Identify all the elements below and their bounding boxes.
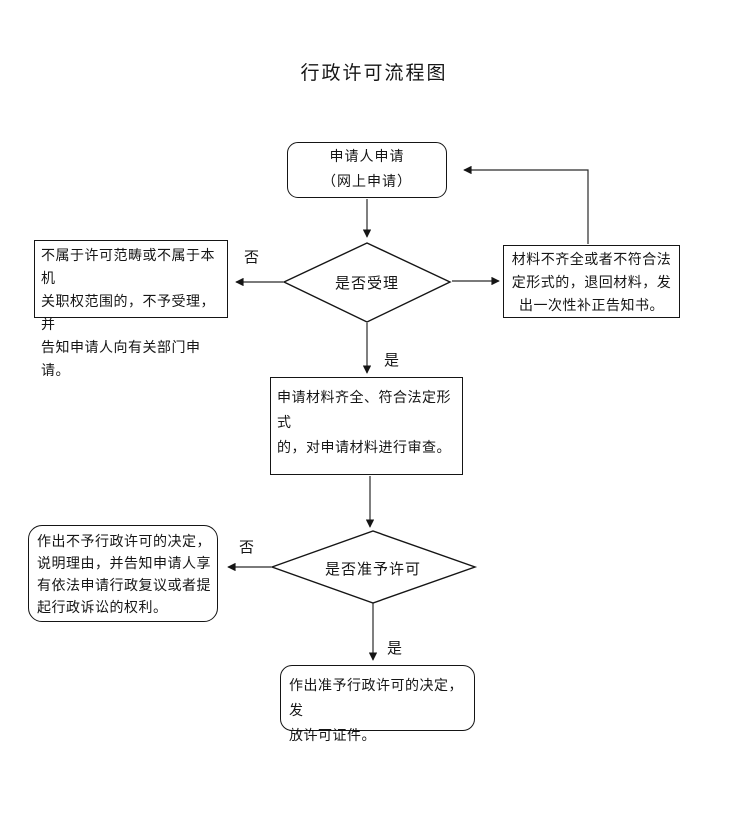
edge-label-accept-no: 否 — [244, 250, 260, 266]
node-return-materials-label: 材料不齐全或者不符合法 定形式的，退回材料，发 出一次性补正告知书。 — [511, 253, 672, 314]
node-deny-label: 作出不予行政许可的决定， 说明理由，并告知申请人享 有依法申请行政复议或者提 起… — [37, 535, 211, 616]
node-grant-label: 作出准予行政许可的决定，发 放许可证件。 — [289, 679, 463, 744]
node-return-materials: 材料不齐全或者不符合法 定形式的，退回材料，发 出一次性补正告知书。 — [503, 245, 680, 318]
node-start: 申请人申请 （网上申请） — [287, 142, 447, 198]
arrow-return-to-start — [463, 165, 589, 244]
page-title: 行政许可流程图 — [300, 63, 448, 84]
edge-label-grant-no: 否 — [239, 540, 255, 556]
node-deny: 作出不予行政许可的决定， 说明理由，并告知申请人享 有依法申请行政复议或者提 起… — [28, 525, 218, 622]
node-decision-accept-label: 是否受理 — [334, 276, 399, 292]
node-reject-scope: 不属于许可范畴或不属于本机 关职权范围的，不予受理，并 告知申请人向有关部门申请… — [34, 240, 228, 379]
node-start-label: 申请人申请 （网上申请） — [322, 150, 412, 190]
node-review: 申请材料齐全、符合法定形式 的，对申请材料进行审查。 — [270, 377, 463, 475]
edge-label-accept-yes: 是 — [384, 353, 400, 369]
node-decision-grant-label: 是否准予许可 — [324, 562, 421, 578]
edge-label-grant-yes: 是 — [387, 641, 403, 657]
node-grant: 作出准予行政许可的决定，发 放许可证件。 — [280, 665, 475, 744]
node-reject-scope-label: 不属于许可范畴或不属于本机 关职权范围的，不予受理，并 告知申请人向有关部门申请… — [41, 249, 215, 379]
node-review-label: 申请材料齐全、符合法定形式 的，对申请材料进行审查。 — [277, 391, 451, 456]
